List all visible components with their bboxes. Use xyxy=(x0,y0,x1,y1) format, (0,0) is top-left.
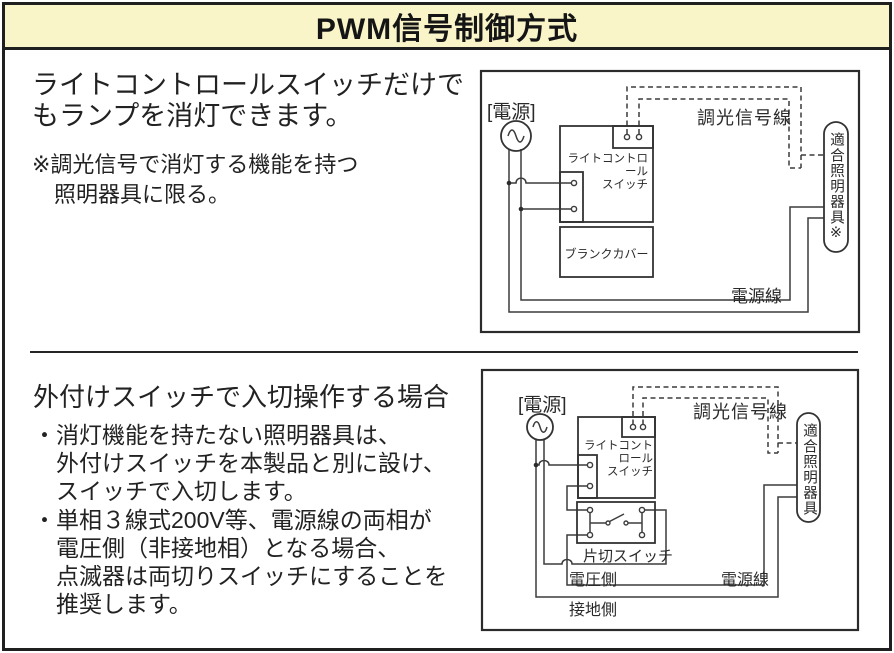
terminal xyxy=(570,205,578,213)
branch-wire-top xyxy=(536,459,588,466)
power-line-neutral xyxy=(508,149,824,313)
blank-cover-box xyxy=(559,226,654,278)
voltage-side-line xyxy=(566,484,797,586)
ground-side-label: 接地側 xyxy=(569,602,618,619)
section1-lead-text: ライトコントロールスイッチだけで もランプを消灯できます。 xyxy=(32,70,464,131)
fixture-capsule xyxy=(796,412,821,523)
power-line-hot xyxy=(520,149,824,301)
light-control-switch-box xyxy=(559,125,654,223)
terminal xyxy=(635,133,643,141)
terminal xyxy=(638,531,646,539)
power-source-label-d2: [電源] xyxy=(518,395,567,416)
diagram2-wiring xyxy=(480,368,860,632)
signal-line-outer xyxy=(632,386,779,453)
section2-heading: 外付けスイッチで入切操作する場合 xyxy=(33,382,450,412)
title-banner: PWM信号制御方式 xyxy=(5,5,889,50)
light-control-switch-label-d2: ライトコントロール スイッチ xyxy=(584,440,653,478)
junction-dot xyxy=(518,206,524,212)
signal-line-inner xyxy=(638,98,801,169)
blank-cover-label: ブランクカバー xyxy=(564,247,649,261)
section-divider xyxy=(30,351,858,353)
ac-source-icon xyxy=(526,413,554,441)
terminal xyxy=(586,482,594,490)
dimming-signal-line-label-d1: 調光信号線 xyxy=(697,108,792,128)
terminal xyxy=(638,506,646,514)
power-line-label-d1: 電源線 xyxy=(731,287,782,306)
terminal xyxy=(629,423,637,431)
fixture-label-d2: 適合照明器具 xyxy=(801,423,817,516)
junction-dot xyxy=(506,180,512,186)
diagram1-wiring xyxy=(479,69,861,334)
power-source-label-d1: [電源] xyxy=(487,102,536,123)
section1-note-text: ※調光信号で消灯する機能を持つ 照明器具に限る。 xyxy=(32,152,359,207)
fixture-capsule xyxy=(823,121,849,253)
light-control-switch-box xyxy=(577,416,656,499)
terminal xyxy=(570,179,578,187)
branch-wire-top xyxy=(509,177,572,184)
switch-blade xyxy=(609,513,625,523)
single-pole-switch-box xyxy=(576,501,656,544)
power-line-label-d2: 電源線 xyxy=(721,572,770,589)
diagram2-border xyxy=(480,368,860,632)
dimming-signal-line-label-d2: 調光信号線 xyxy=(693,402,788,422)
single-pole-switch-label: 片切スイッチ xyxy=(583,548,674,565)
hot-side-line xyxy=(543,440,667,565)
light-control-switch-label-d1: ライトコントロール スイッチ xyxy=(567,153,649,191)
ac-source-icon xyxy=(500,120,532,152)
ground-side-line xyxy=(535,440,797,598)
signal-line-inner xyxy=(642,397,778,454)
terminal xyxy=(586,506,594,514)
diagram1-border xyxy=(479,69,861,334)
terminal xyxy=(623,133,631,141)
junction-dot xyxy=(533,462,539,468)
terminal xyxy=(586,531,594,539)
terminal xyxy=(639,423,647,431)
section2-bullet-list: ・消灯機能を持たない照明器具は、 外付けスイッチを本製品と別に設け、 スイッチで… xyxy=(33,422,448,618)
hot-side-label: 電圧側 xyxy=(569,572,618,589)
fixture-label-d1: 適合照明器具※ xyxy=(828,132,844,242)
page-title: PWM信号制御方式 xyxy=(315,13,579,46)
terminal xyxy=(586,461,594,469)
